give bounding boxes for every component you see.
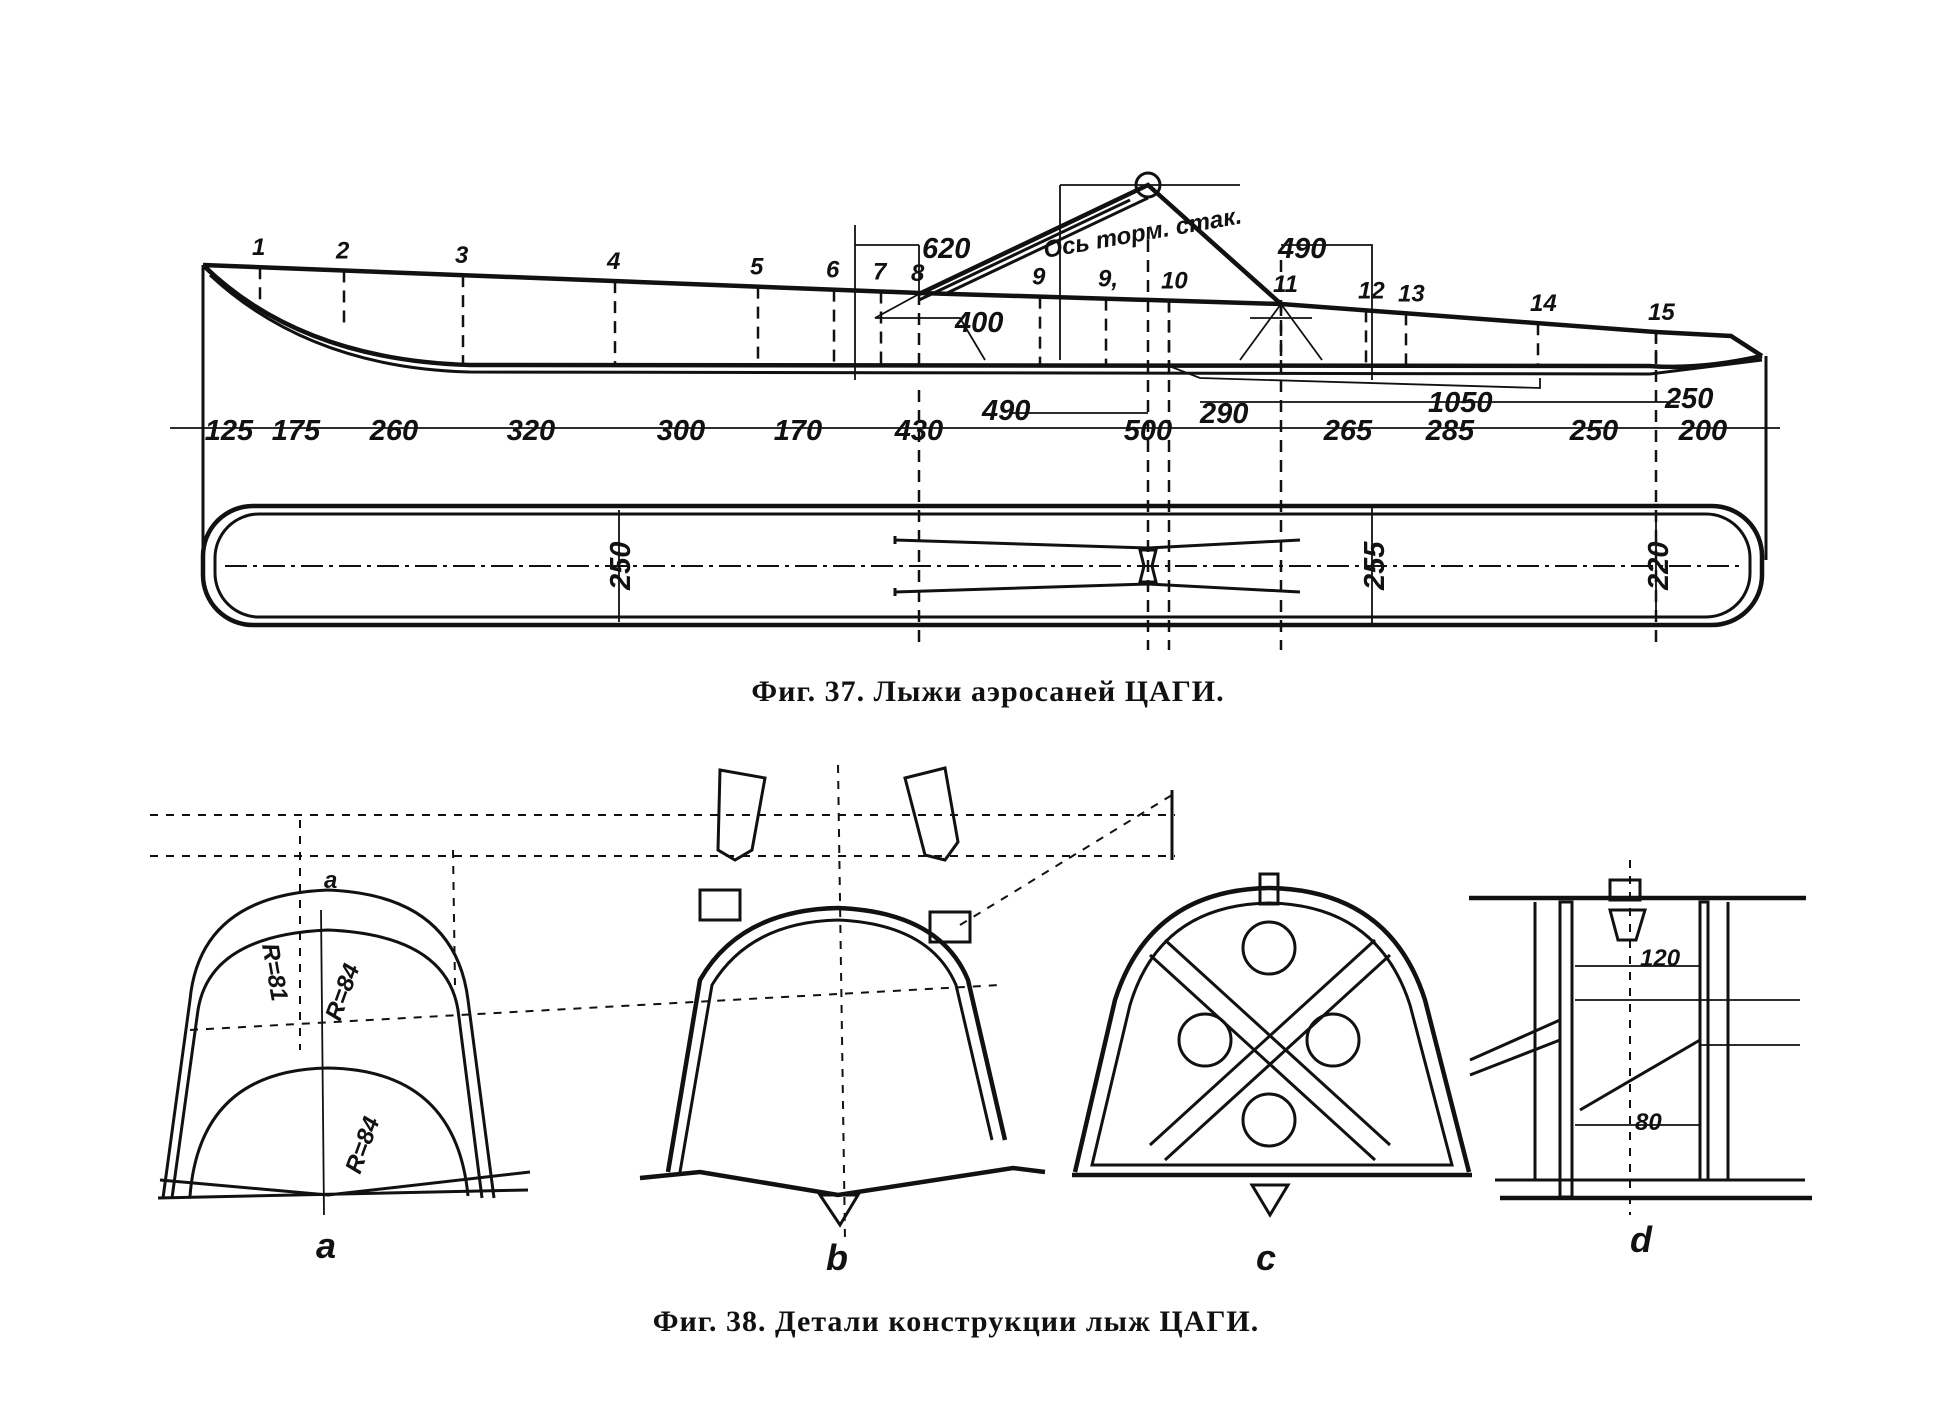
width-250: 250 [605, 542, 637, 591]
dim-490-upper: 490 [1277, 233, 1326, 265]
dim-290: 290 [1199, 398, 1248, 430]
station-label: 3 [455, 242, 469, 269]
dim-620: 620 [922, 233, 970, 265]
station-label: 14 [1530, 290, 1557, 317]
station-label: 9 [1032, 264, 1046, 291]
station-label: 1 [252, 234, 265, 261]
dim-250-upper: 250 [1664, 383, 1713, 415]
fig38-caption: Фиг. 38. Детали конструкции лыж ЦАГИ. [653, 1305, 1260, 1338]
radius-84-upper: R=84 [320, 960, 365, 1024]
radius-84-lower: R=84 [340, 1113, 385, 1177]
fig38c-detail: c [1072, 872, 1472, 1278]
station-spacing-dim: 175 [272, 415, 321, 447]
dim-490: 490 [981, 395, 1030, 427]
station-label: 7 [873, 258, 888, 285]
dim-120: 120 [1640, 945, 1681, 972]
station-spacing-dim: 200 [1678, 415, 1727, 447]
station-spacing-dim: 285 [1425, 415, 1475, 447]
station-label: 4 [606, 248, 620, 275]
station-label: 9, [1098, 266, 1118, 293]
station-label: 5 [750, 254, 764, 281]
part-label-d: d [1630, 1219, 1653, 1260]
fig38a-section: R=81 R=84 R=84 a a [157, 820, 531, 1266]
station-spacing-dim: 320 [507, 415, 555, 447]
station-spacing-dim: 500 [1124, 415, 1172, 447]
dim-400: 400 [954, 307, 1003, 339]
part-label-a: a [316, 1225, 336, 1266]
projection-lines [150, 790, 1175, 1031]
station-label: 6 [826, 257, 840, 284]
station-spacing-dim: 265 [1323, 415, 1373, 447]
station-spacing-dim: 300 [657, 415, 705, 447]
dim-1050: 1050 [1428, 387, 1493, 419]
station-label: 13 [1398, 280, 1425, 307]
station-label: 8 [911, 260, 925, 287]
dim-80: 80 [1635, 1109, 1662, 1136]
station-label: 12 [1358, 277, 1385, 304]
fig38b-detail: b [639, 764, 1046, 1278]
part-label-b: b [826, 1237, 848, 1278]
width-220: 220 [1643, 542, 1675, 591]
radius-81: R=81 [256, 941, 293, 1003]
station-spacing-dim: 430 [894, 415, 943, 447]
part-label-c: c [1256, 1237, 1276, 1278]
fig37-caption: Фиг. 37. Лыжи аэросаней ЦАГИ. [751, 675, 1224, 708]
brake-axis-note: Ось торм. стак. [1041, 202, 1244, 263]
fig37-plan-view: 250 255 220 [200, 503, 1765, 628]
station-label: 10 [1161, 268, 1188, 295]
section-mark: a [324, 867, 337, 894]
station-spacing-dim: 260 [369, 415, 418, 447]
station-spacing-dim: 250 [1569, 415, 1618, 447]
fig38d-detail: 120 80 d [1469, 860, 1812, 1260]
station-spacing-dim: 170 [774, 415, 822, 447]
station-label: 15 [1648, 299, 1675, 326]
width-255: 255 [1359, 541, 1391, 591]
station-label: 11 [1273, 271, 1298, 298]
station-label: 2 [335, 238, 350, 265]
station-spacing-dim: 125 [205, 415, 254, 447]
